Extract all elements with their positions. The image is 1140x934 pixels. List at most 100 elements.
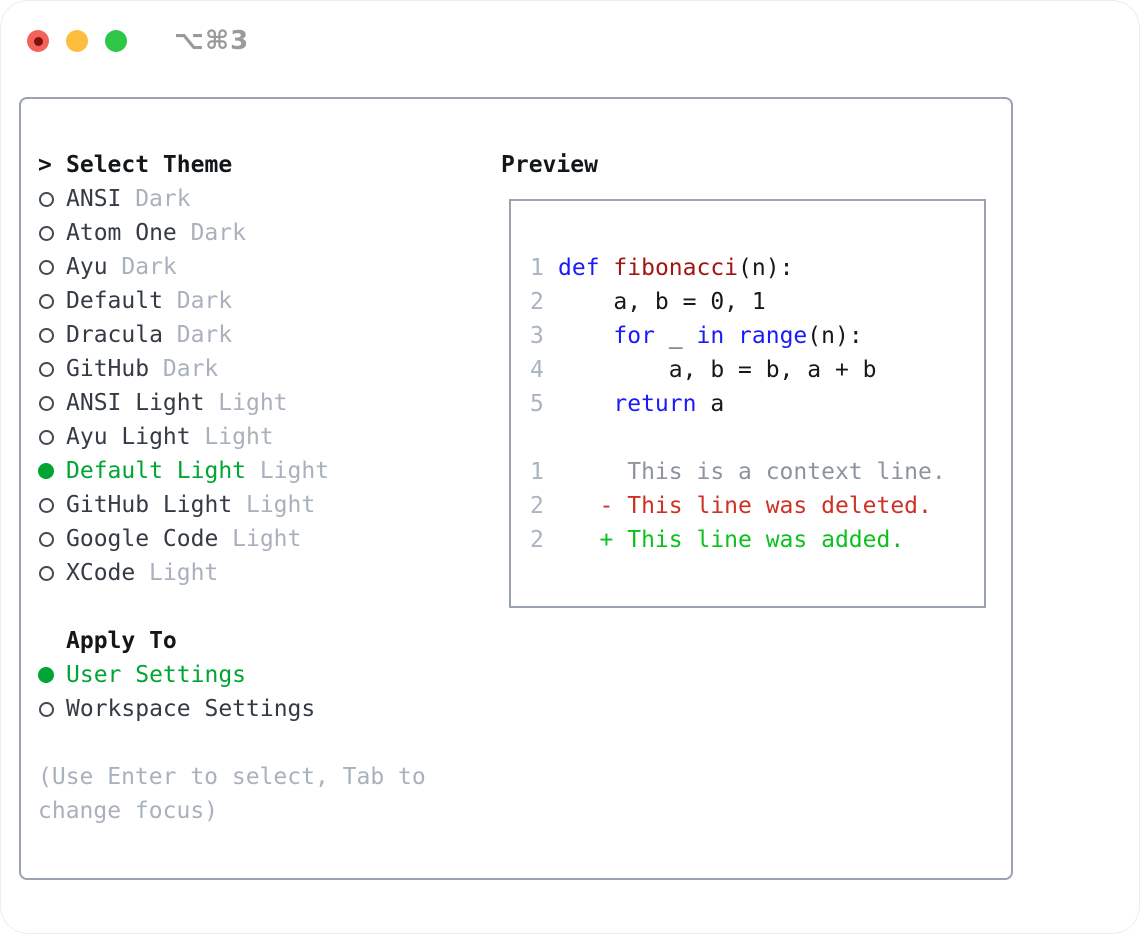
section-gap [38, 590, 478, 624]
option-label: XCode [66, 560, 136, 586]
apply-to-list: User Settings Workspace Settings [38, 658, 478, 726]
apply-option-workspace-settings[interactable]: Workspace Settings [38, 692, 478, 726]
code-token-keyword: def [558, 255, 600, 281]
radio-icon [39, 225, 54, 241]
window-shortcut-label: ⌥⌘3 [174, 26, 250, 56]
option-label: Atom One [66, 220, 177, 246]
option-label: Google Code [66, 526, 219, 552]
code-token-plain: a, b = 0, 1 [558, 289, 766, 315]
close-button[interactable] [27, 30, 49, 52]
option-label: Ayu Light [66, 424, 191, 450]
theme-option-ansi[interactable]: ANSI Dark [38, 182, 478, 216]
option-tag: Dark [121, 254, 177, 280]
code-token-plain [558, 391, 613, 417]
code-token-deleted: - This line was deleted. [558, 493, 932, 519]
code-token-plain: (n): [807, 323, 863, 349]
theme-option-ayu[interactable]: Ayu Dark [38, 250, 478, 284]
radio-marker [38, 531, 66, 547]
option-label: Ayu [66, 254, 108, 280]
theme-option-ayu-light[interactable]: Ayu Light Light [38, 420, 478, 454]
zoom-button[interactable] [105, 30, 127, 52]
preview-line: 2 + This line was added. [530, 523, 984, 557]
code-token-keyword: in [696, 323, 725, 349]
line-content: This is a context line. [558, 455, 946, 489]
option-tag: Light [232, 526, 302, 552]
radio-icon [38, 463, 54, 479]
radio-marker [38, 395, 66, 411]
help-text: (Use Enter to select, Tab to change focus… [38, 760, 478, 828]
radio-marker [38, 361, 66, 377]
radio-icon [39, 259, 54, 275]
theme-option-default-light[interactable]: Default Light Light [38, 454, 478, 488]
line-content: return a [558, 387, 724, 421]
line-number: 4 [530, 357, 544, 383]
radio-icon [39, 701, 54, 717]
option-label: User Settings [66, 662, 247, 688]
option-label: ANSI Light [66, 390, 205, 416]
theme-option-xcode[interactable]: XCode Light [38, 556, 478, 590]
preview-title: Preview [501, 152, 598, 178]
code-token-added: + This line was added. [558, 527, 905, 553]
line-number: 2 [530, 493, 544, 519]
apply-to-header: Apply To [38, 624, 478, 658]
select-theme-header: > Select Theme [38, 148, 478, 182]
code-token-plain: _ [654, 323, 697, 349]
option-label: Default [66, 288, 163, 314]
line-number [530, 421, 558, 455]
apply-to-title: Apply To [66, 628, 177, 654]
minimize-button[interactable] [66, 30, 88, 52]
help-text-line: change focus) [38, 798, 219, 824]
theme-option-github-light[interactable]: GitHub Light Light [38, 488, 478, 522]
radio-icon [39, 531, 54, 547]
radio-icon [39, 395, 54, 411]
section-gap [38, 726, 478, 760]
theme-picker-panel: > Select Theme ANSI Dark Atom One Dark A… [19, 97, 1013, 880]
code-token-keyword: return [613, 391, 697, 417]
theme-option-google-code[interactable]: Google Code Light [38, 522, 478, 556]
radio-marker [38, 191, 66, 207]
theme-option-atom-one[interactable]: Atom One Dark [38, 216, 478, 250]
preview-line: 1 def fibonacci(n): [530, 251, 984, 285]
radio-icon [39, 429, 54, 445]
line-content: a, b = 0, 1 [558, 285, 766, 319]
option-tag: Dark [176, 288, 233, 314]
line-number: 2 [530, 527, 544, 553]
radio-marker [38, 497, 66, 513]
option-tag: Dark [176, 322, 233, 348]
theme-option-ansi-light[interactable]: ANSI Light Light [38, 386, 478, 420]
code-token-plain [724, 323, 738, 349]
theme-option-default[interactable]: Default Dark [38, 284, 478, 318]
preview-line: 2 - This line was deleted. [530, 489, 984, 523]
theme-option-github[interactable]: GitHub Dark [38, 352, 478, 386]
radio-marker [38, 259, 66, 275]
radio-marker [38, 225, 66, 241]
code-token-keyword: range [738, 323, 808, 349]
radio-marker [38, 667, 66, 683]
radio-marker [38, 327, 66, 343]
option-label: Workspace Settings [66, 696, 316, 722]
radio-marker [38, 429, 66, 445]
theme-selector-column: > Select Theme ANSI Dark Atom One Dark A… [38, 148, 478, 828]
theme-option-dracula[interactable]: Dracula Dark [38, 318, 478, 352]
apply-option-user-settings[interactable]: User Settings [38, 658, 478, 692]
theme-list: ANSI Dark Atom One Dark Ayu Dark Default… [38, 182, 478, 590]
code-preview: 1 def fibonacci(n): 2 a, b = 0, 1 3 for … [530, 251, 984, 557]
option-tag: Dark [190, 220, 246, 246]
line-number: 2 [530, 289, 544, 315]
preview-line: 3 for _ in range(n): [530, 319, 984, 353]
option-tag: Light [259, 458, 330, 484]
code-token-plain [600, 255, 614, 281]
radio-marker [38, 565, 66, 581]
line-number: 1 [530, 459, 544, 485]
radio-marker [38, 701, 66, 717]
option-label: ANSI [66, 186, 122, 212]
help-text-line: (Use Enter to select, Tab to [38, 764, 426, 790]
line-number: 3 [530, 323, 544, 349]
select-theme-title: Select Theme [66, 152, 233, 178]
radio-icon [39, 293, 54, 309]
option-label: GitHub Light [66, 492, 233, 518]
code-token-plain: a, b = b, a + b [558, 357, 877, 383]
radio-icon [39, 497, 54, 513]
radio-icon [38, 667, 54, 683]
line-number: 5 [530, 391, 544, 417]
